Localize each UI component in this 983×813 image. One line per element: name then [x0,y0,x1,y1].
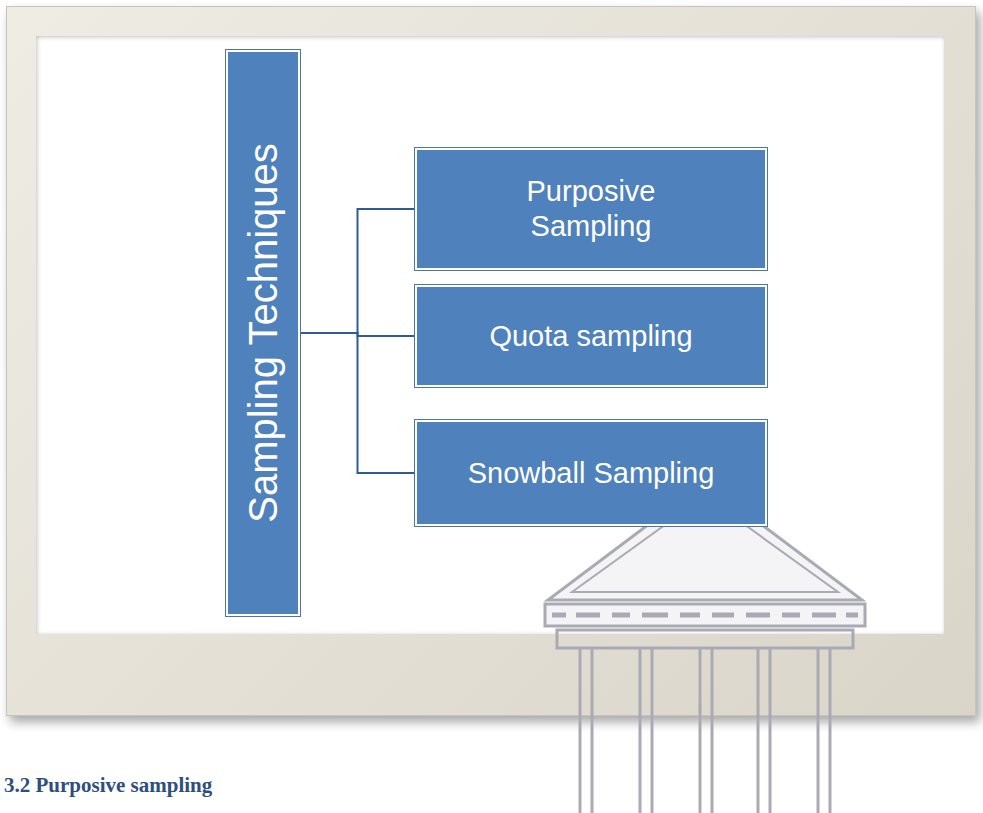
technique-box: Snowball Sampling [415,420,767,526]
technique-box: Quota sampling [415,285,767,387]
box-text: Purposive Sampling [481,174,701,244]
bracket-connector [300,209,415,333]
box-text: Snowball Sampling [468,456,715,491]
section-heading: 3.2 Purposive sampling [4,773,212,798]
box-text: Quota sampling [489,319,692,354]
category-column-box: Sampling Techniques [226,50,300,616]
vertical-title-text: Sampling Techniques [239,143,287,523]
technique-box: Purposive Sampling [415,148,767,270]
bracket-connector [300,333,415,473]
